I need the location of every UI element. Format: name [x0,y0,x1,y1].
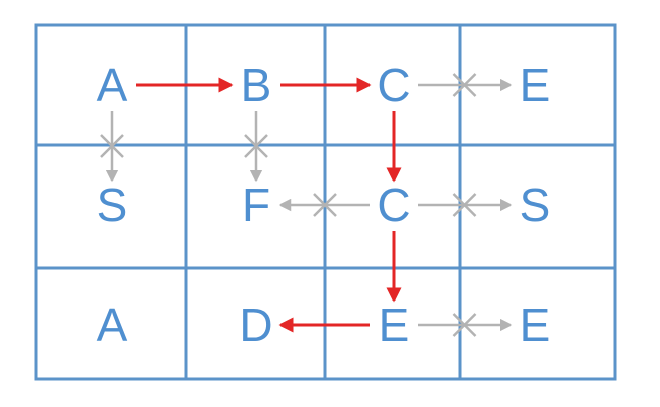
grid-letter: F [241,179,271,231]
grid-letter: S [519,179,551,231]
grid-letter: C [377,179,411,231]
grid-letter: B [240,59,272,111]
grid-letter: C [377,59,411,111]
grid-letter: D [239,299,273,351]
grid-letter: E [519,299,551,351]
grid-letter: E [378,299,410,351]
blocked-cross-icon [313,193,337,217]
blocked-cross-icon [452,313,477,337]
grid-letter: A [96,59,128,111]
blocked-cross-icon [244,134,268,158]
grid-letter: S [96,179,128,231]
blocked-cross-icon [452,73,477,97]
grid-letter: A [96,299,128,351]
blocked-cross-icon [100,134,124,158]
blocked-cross-icon [452,193,477,217]
grid-letter: E [519,59,551,111]
